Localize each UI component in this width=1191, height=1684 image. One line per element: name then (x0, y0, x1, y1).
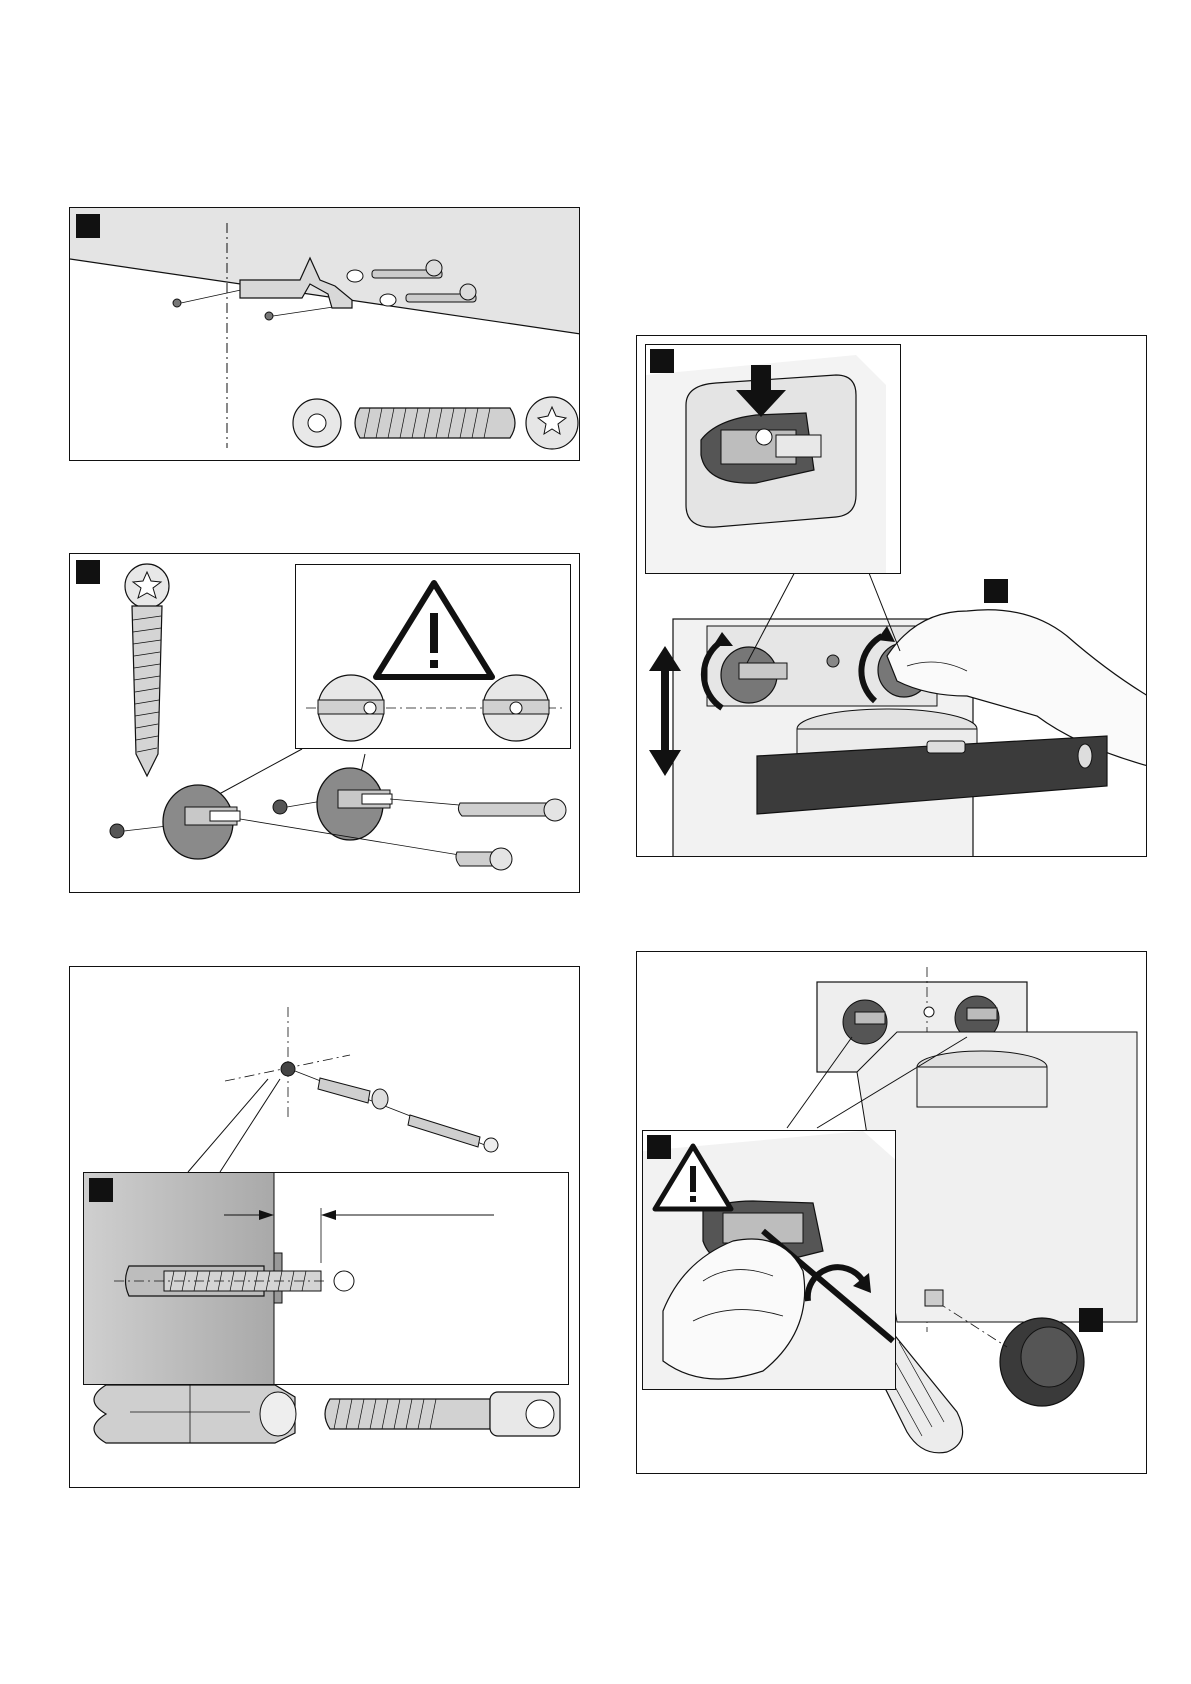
step-marker (650, 349, 674, 373)
adjuster-closeup-inset (645, 344, 901, 574)
panel-level-adjustment (636, 335, 1147, 857)
warning-inset (295, 564, 571, 749)
anchor-detail-illustration (84, 1173, 569, 1385)
warning-triangle-icon (376, 583, 492, 677)
adjuster-closeup-illustration (646, 345, 901, 574)
step-marker (647, 1135, 671, 1159)
warning-inset-illustration (296, 565, 571, 749)
bracket-illustration (70, 208, 580, 461)
step-marker (984, 579, 1008, 603)
step-marker (1079, 1308, 1103, 1332)
panel-wall-anchor (69, 966, 580, 1488)
anchor-detail-inset (83, 1172, 569, 1385)
screwdriver-inset-illustration (643, 1131, 896, 1390)
screwdriver-inset (642, 1130, 896, 1390)
step-marker (89, 1178, 113, 1202)
panel-adjuster-screws (69, 553, 580, 893)
step-marker (76, 560, 100, 584)
step-marker (76, 214, 100, 238)
panel-bracket-mount (69, 207, 580, 461)
panel-screwdriver-fix (636, 951, 1147, 1474)
